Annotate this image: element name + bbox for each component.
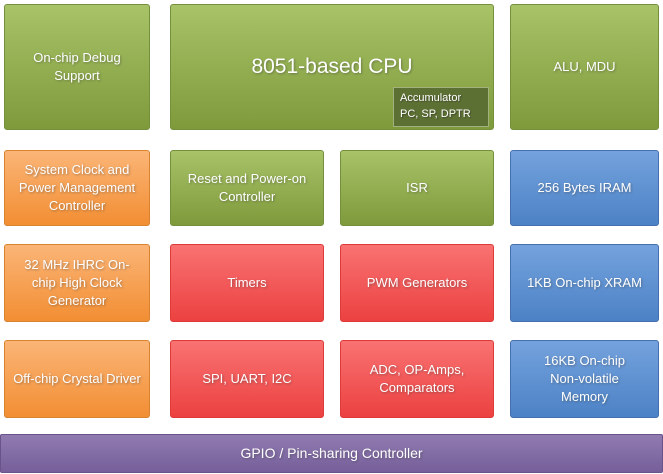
block-label: 32 MHz IHRC On-chip High Clock Generator bbox=[24, 257, 130, 308]
block-16kb-nonvolatile-memory: 16KB On-chip Non-volatile Memory bbox=[510, 340, 659, 418]
cpu-registers-label: PC, SP, DPTR bbox=[400, 108, 471, 121]
block-reset-power-on-controller: Reset and Power-on Controller bbox=[170, 150, 324, 226]
cpu-title: 8051-based CPU bbox=[251, 54, 413, 78]
block-label: 1KB On-chip XRAM bbox=[527, 275, 642, 291]
block-pwm-generators: PWM Generators bbox=[340, 244, 494, 322]
block-spi-uart-i2c: SPI, UART, I2C bbox=[170, 340, 324, 418]
block-alu-mdu: ALU, MDU bbox=[510, 4, 659, 130]
block-off-chip-crystal-driver: Off-chip Crystal Driver bbox=[4, 340, 150, 418]
block-label: ISR bbox=[406, 180, 428, 196]
block-system-clock-power-management: System Clock and Power Management Contro… bbox=[4, 150, 150, 226]
block-label: Off-chip Crystal Driver bbox=[13, 371, 141, 387]
block-gpio-pin-sharing-controller: GPIO / Pin-sharing Controller bbox=[0, 434, 663, 473]
block-1kb-onchip-xram: 1KB On-chip XRAM bbox=[510, 244, 659, 322]
block-label: ADC, OP-Amps, Comparators bbox=[369, 362, 465, 395]
block-label: System Clock and Power Management Contro… bbox=[18, 162, 136, 213]
block-label: Reset and Power-on Controller bbox=[187, 171, 307, 204]
block-label: ALU, MDU bbox=[553, 59, 616, 75]
block-onchip-debug-support: On-chip Debug Support bbox=[4, 4, 150, 130]
block-32mhz-ihrc-clock-generator: 32 MHz IHRC On-chip High Clock Generator bbox=[4, 244, 150, 322]
cpu-registers-box: Accumulator PC, SP, DPTR bbox=[393, 87, 489, 127]
cpu-accumulator-label: Accumulator bbox=[400, 92, 462, 105]
block-adc-opamps-comparators: ADC, OP-Amps, Comparators bbox=[340, 340, 494, 418]
block-label: 16KB On-chip Non-volatile Memory bbox=[544, 353, 625, 404]
block-isr: ISR bbox=[340, 150, 494, 226]
block-timers: Timers bbox=[170, 244, 324, 322]
block-256-bytes-iram: 256 Bytes IRAM bbox=[510, 150, 659, 226]
block-label: Timers bbox=[227, 275, 267, 291]
block-label: On-chip Debug Support bbox=[33, 50, 121, 83]
block-8051-cpu: 8051-based CPU Accumulator PC, SP, DPTR bbox=[170, 4, 494, 130]
block-label: SPI, UART, I2C bbox=[202, 371, 292, 387]
block-label: GPIO / Pin-sharing Controller bbox=[240, 444, 423, 461]
block-label: PWM Generators bbox=[366, 275, 468, 291]
block-label: 256 Bytes IRAM bbox=[537, 180, 632, 196]
